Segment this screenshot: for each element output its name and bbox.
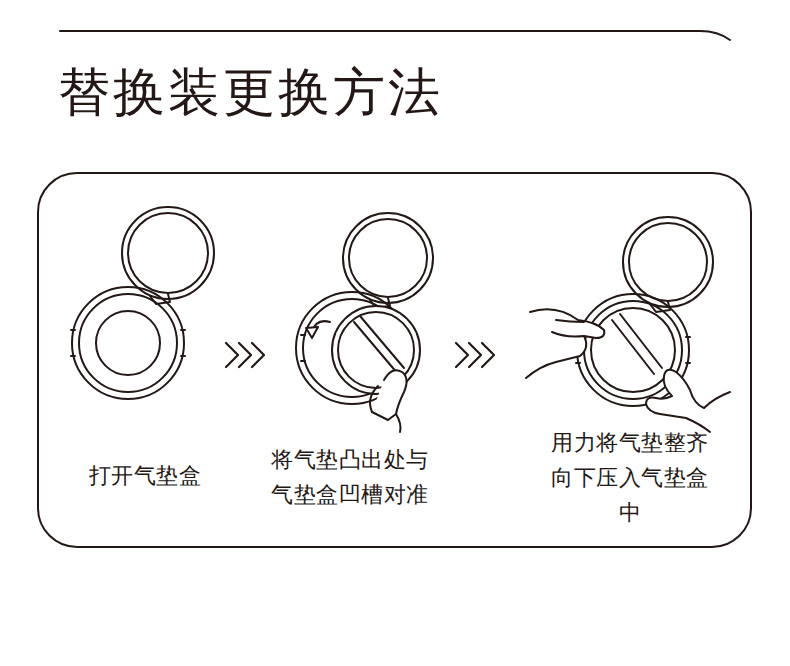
compact-open bbox=[71, 207, 214, 399]
panel-box: 打开气垫盒 将气垫凸出处与 气垫盒凹槽对准 用力将气垫整齐 向下压入气垫盒中 bbox=[37, 172, 752, 548]
step-caption: 将气垫凸出处与 气垫盒凹槽对准 bbox=[265, 442, 435, 512]
title: 替换装更换方法 bbox=[58, 58, 443, 128]
compact-press bbox=[526, 217, 730, 432]
step-caption: 用力将气垫整齐 向下压入气垫盒中 bbox=[545, 425, 715, 530]
compact-align bbox=[296, 213, 433, 432]
step-arrow bbox=[456, 343, 494, 367]
step-caption: 打开气垫盒 bbox=[65, 458, 225, 493]
header-rule bbox=[60, 31, 730, 40]
step-arrow bbox=[226, 343, 264, 367]
